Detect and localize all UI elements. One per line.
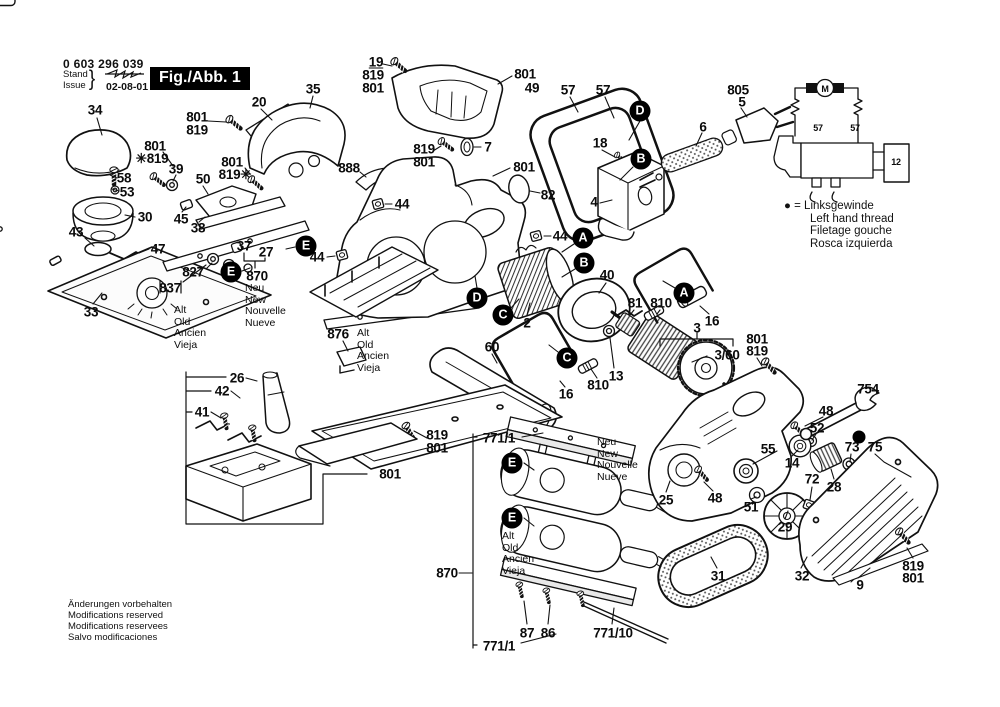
clip-876 (336, 346, 367, 374)
blade-bar-old (499, 557, 637, 607)
nut-44-c (529, 229, 543, 243)
document-number: 0 603 296 039 (63, 57, 144, 71)
power-cord-6 (639, 105, 795, 188)
nut-44-b (335, 248, 349, 262)
wrench-754 (799, 386, 880, 441)
legend-line-3: Filetage gouche (810, 225, 892, 237)
rod-771-10 (583, 601, 669, 644)
washer-13 (602, 324, 616, 338)
handle-cover-49 (391, 64, 504, 140)
chip-cone-26 (262, 371, 291, 434)
nut-44-a (371, 197, 385, 211)
dust-box-41 (185, 443, 312, 522)
knob-base-30 (72, 196, 134, 242)
grommet-7 (460, 137, 474, 157)
screw-cover (225, 114, 244, 131)
housing-rib-pan (309, 246, 439, 318)
issue-date: 02-08-01 (106, 81, 149, 93)
screw-87 (513, 579, 528, 599)
figure-label: Fig./Abb. 1 (150, 67, 250, 90)
left-hand-thread-legend: ● = Linksgewinde Left hand thread Fileta… (784, 200, 894, 250)
gear-28 (809, 442, 843, 473)
front-shoe (295, 422, 418, 467)
stand-label: Stand (63, 69, 88, 80)
sleeve-16-b (0, 0, 16, 7)
oval-82 (508, 174, 530, 204)
screw-42-a (220, 412, 230, 428)
modifications-notice: Änderungen vorbehalten Modifications res… (68, 599, 172, 643)
guide-bar-left (0, 220, 310, 272)
brush-wire-81 (615, 309, 643, 317)
belt-cover-35 (247, 102, 346, 178)
knurled-nut-39 (165, 178, 179, 192)
screw-819-left (149, 171, 167, 187)
switch-4 (597, 151, 665, 241)
stator-2 (497, 244, 575, 320)
guide-plate-38 (195, 196, 286, 230)
left-thread-dot (852, 430, 866, 444)
brace-glyph: } (88, 67, 96, 92)
wiring-schematic (773, 78, 910, 203)
blade-9 (832, 543, 929, 586)
sleeve-16-a (675, 284, 709, 310)
footer-line-3: Modifications reservees (68, 621, 168, 632)
side-cover-32 (798, 436, 939, 583)
drive-belt-31 (657, 524, 769, 608)
footer-line-1: Änderungen vorbehalten (68, 599, 173, 610)
spring-43 (49, 241, 112, 267)
screw-19 (389, 56, 407, 74)
screw-819-center (437, 136, 455, 152)
knob-34 (65, 129, 132, 177)
spring-clip-a (195, 420, 230, 431)
group-brackets (159, 252, 734, 649)
footer-line-4: Salvo modificaciones (68, 632, 158, 643)
legend-line-2: Left hand thread (810, 212, 894, 225)
legend-line-4: Rosca izquierda (810, 237, 893, 250)
crossed-out-date-scribble (105, 68, 144, 80)
u-wire-a (630, 244, 714, 324)
footer-line-2: Modifications reserved (68, 610, 164, 621)
stand-issue-block: Stand Issue } (63, 67, 96, 92)
leader-lines (84, 63, 914, 644)
rear-housing-25 (647, 366, 805, 522)
legend-line-1: ● = Linksgewinde (784, 200, 874, 212)
bearing-55 (733, 458, 759, 484)
washer-51 (748, 486, 766, 504)
screw-86 (540, 585, 555, 605)
issue-label: Issue (63, 79, 86, 91)
ferrule-810-b (576, 357, 600, 375)
screw-819-right (247, 174, 264, 191)
